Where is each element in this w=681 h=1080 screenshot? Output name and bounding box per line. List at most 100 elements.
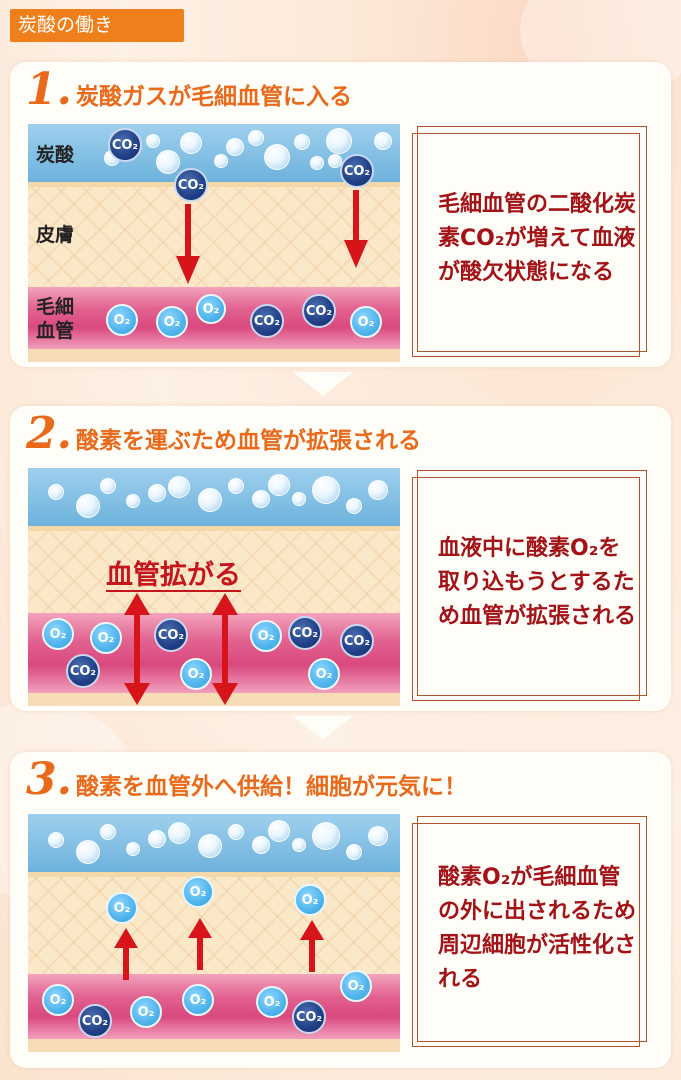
up-down-arrow-icon — [212, 593, 238, 705]
co2-molecule: CO₂ — [66, 654, 100, 688]
step-3-diagram: O₂ O₂ O₂ O₂ CO₂ O₂ O₂ O₂ CO₂ O₂ — [28, 814, 400, 1052]
o2-molecule: O₂ — [42, 618, 74, 650]
bubble-icon — [228, 824, 244, 840]
o2-molecule: O₂ — [106, 304, 138, 336]
step-1-description-box: 毛細血管の二酸化炭素CO₂が増えて血液が酸欠状態になる — [412, 126, 647, 357]
step-title: 酸素を血管外へ供給！細胞が元気に！ — [75, 774, 467, 800]
bubble-icon — [76, 494, 100, 518]
co2-molecule: CO₂ — [250, 304, 284, 338]
step-2-diagram: 血管拡がる O₂ O₂ CO₂ CO₂ O₂ O₂ CO₂ CO₂ O₂ — [28, 468, 400, 706]
bubble-icon — [198, 488, 222, 512]
bubble-icon — [368, 480, 388, 500]
skin-layer — [28, 531, 400, 613]
bubble-icon — [294, 134, 310, 150]
bubble-icon — [146, 134, 160, 148]
step-1-description: 毛細血管の二酸化炭素CO₂が増えて血液が酸欠状態になる — [438, 192, 637, 285]
o2-molecule: O₂ — [350, 306, 382, 338]
step-3-panel: 3. 酸素を血管外へ供給！細胞が元気に！ O₂ O₂ O₂ — [10, 752, 671, 1068]
next-step-arrow-icon — [293, 716, 353, 740]
bubble-icon — [346, 498, 362, 514]
bubble-icon — [168, 822, 190, 844]
bubble-icon — [214, 154, 228, 168]
bubble-icon — [346, 844, 362, 860]
bubble-icon — [100, 478, 116, 494]
up-arrow-icon — [114, 928, 138, 980]
o2-molecule: O₂ — [250, 620, 282, 652]
co2-molecule: CO₂ — [174, 168, 208, 202]
label-capillary-2: 血管 — [36, 320, 75, 342]
co2-molecule: CO₂ — [340, 154, 374, 188]
bubble-icon — [148, 484, 166, 502]
bubble-icon — [310, 156, 324, 170]
bubble-icon — [328, 154, 342, 168]
step-title: 酸素を運ぶため血管が拡張される — [75, 428, 421, 454]
label-capillary-1: 毛細 — [36, 296, 75, 318]
step-1-panel: 1. 炭酸ガスが毛細血管に入る 炭酸 皮膚 毛細 血管 CO₂ CO₂ CO₂ — [10, 62, 671, 367]
next-step-arrow-icon — [293, 372, 353, 396]
step-3-heading: 3. 酸素を血管外へ供給！細胞が元気に！ — [26, 758, 467, 802]
bubble-icon — [326, 128, 352, 154]
bubble-icon — [312, 476, 340, 504]
step-number: 2. — [26, 408, 72, 459]
step-1-heading: 1. 炭酸ガスが毛細血管に入る — [26, 68, 352, 112]
up-down-arrow-icon — [124, 593, 150, 705]
bubble-icon — [368, 826, 388, 846]
bubble-icon — [168, 476, 190, 498]
bubble-icon — [248, 130, 264, 146]
bubble-icon — [48, 832, 64, 848]
o2-molecule: O₂ — [156, 306, 188, 338]
o2-molecule: O₂ — [182, 876, 214, 908]
co2-molecule: CO₂ — [302, 294, 336, 328]
skin-layer — [28, 877, 400, 974]
bubble-icon — [264, 144, 290, 170]
step-2-description: 血液中に酸素O₂を取り込もうとするため血管が拡張される — [438, 536, 637, 629]
bubble-icon — [374, 132, 392, 150]
bubble-icon — [126, 494, 140, 508]
bubble-icon — [100, 824, 116, 840]
co2-molecule: CO₂ — [78, 1004, 112, 1038]
o2-molecule: O₂ — [196, 294, 226, 324]
skin-layer — [28, 187, 400, 287]
bubble-icon — [148, 830, 166, 848]
up-arrow-icon — [300, 920, 324, 972]
co2-molecule: CO₂ — [154, 618, 188, 652]
bubble-icon — [180, 132, 202, 154]
step-2-description-box: 血液中に酸素O₂を取り込もうとするため血管が拡張される — [412, 470, 647, 701]
bubble-icon — [198, 834, 222, 858]
down-arrow-icon — [344, 190, 368, 268]
step-2-heading: 2. 酸素を運ぶため血管が拡張される — [26, 412, 421, 456]
bubble-icon — [268, 820, 290, 842]
o2-molecule: O₂ — [106, 892, 138, 924]
o2-molecule: O₂ — [256, 986, 288, 1018]
o2-molecule: O₂ — [130, 996, 162, 1028]
bubble-icon — [252, 836, 270, 854]
label-carbonic: 炭酸 — [36, 144, 75, 166]
step-2-panel: 2. 酸素を運ぶため血管が拡張される 血管拡がる — [10, 406, 671, 711]
bubble-icon — [292, 492, 306, 506]
o2-molecule: O₂ — [90, 622, 122, 654]
down-arrow-icon — [176, 204, 200, 284]
co2-molecule: CO₂ — [340, 624, 374, 658]
section-title: 炭酸の働き — [10, 9, 184, 42]
step-number: 3. — [26, 754, 72, 805]
bubble-icon — [292, 838, 306, 852]
bubble-icon — [156, 150, 180, 174]
bubble-icon — [228, 478, 244, 494]
bubble-icon — [312, 822, 340, 850]
o2-molecule: O₂ — [340, 970, 372, 1002]
step-3-description: 酸素O₂が毛細血管の外に出されるため周辺細胞が活性化される — [438, 865, 637, 992]
o2-molecule: O₂ — [308, 658, 340, 690]
bubble-icon — [126, 842, 140, 856]
step-title: 炭酸ガスが毛細血管に入る — [75, 84, 352, 110]
co2-molecule: CO₂ — [292, 1000, 326, 1034]
step-number: 1. — [26, 64, 72, 115]
co2-molecule: CO₂ — [288, 616, 322, 650]
co2-molecule: CO₂ — [108, 128, 142, 162]
label-skin: 皮膚 — [36, 224, 75, 246]
o2-molecule: O₂ — [180, 658, 212, 690]
bubble-icon — [76, 840, 100, 864]
step-3-description-box: 酸素O₂が毛細血管の外に出されるため周辺細胞が活性化される — [412, 816, 647, 1047]
bubble-icon — [226, 138, 244, 156]
vessel-expands-label: 血管拡がる — [106, 560, 241, 591]
bubble-icon — [252, 490, 270, 508]
